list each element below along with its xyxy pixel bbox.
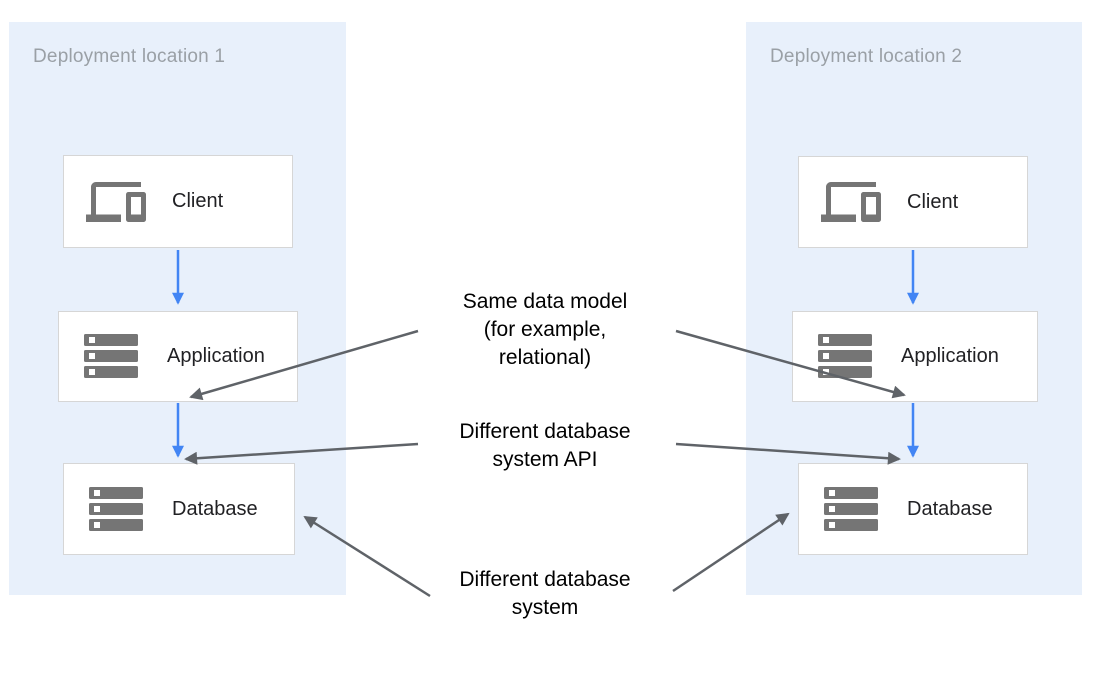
node-label-database-1: Database [172, 497, 258, 520]
node-label-client-2: Client [907, 190, 959, 213]
deployment-panel-2: Deployment location 2 Client [746, 22, 1082, 595]
annotation-line: system [511, 596, 579, 619]
server-stack-icon [86, 486, 146, 532]
panel-title-2: Deployment location 2 [770, 46, 963, 67]
node-application-1: Application [58, 311, 298, 402]
annotation-different-db-system: Different database system [425, 566, 665, 622]
server-stack-icon [821, 486, 881, 532]
annotation-line: Same data model [462, 290, 628, 313]
node-label-application-2: Application [901, 345, 999, 367]
annotation-line: relational) [498, 346, 592, 369]
server-stack-icon [815, 334, 875, 379]
node-client-1: Client [63, 155, 293, 248]
node-database-2: Database [798, 463, 1028, 555]
node-label-database-2: Database [907, 497, 993, 520]
annotation-line: Different database [459, 420, 631, 443]
node-application-2: Application [792, 311, 1038, 402]
node-database-1: Database [63, 463, 295, 555]
deployment-panel-1: Deployment location 1 Client [9, 22, 346, 595]
devices-icon [821, 172, 881, 232]
devices-icon [86, 172, 146, 232]
node-label-client-1: Client [172, 190, 224, 212]
node-client-2: Client [798, 156, 1028, 248]
annotation-line: (for example, [483, 318, 607, 341]
server-stack-icon [81, 334, 141, 379]
annotation-different-db-api: Different database system API [425, 418, 665, 474]
annotation-same-data-model: Same data model (for example, relational… [425, 288, 665, 372]
annotation-line: system API [492, 448, 598, 471]
panel-title-1: Deployment location 1 [33, 46, 226, 67]
node-label-application-1: Application [167, 345, 265, 367]
annotation-line: Different database [459, 568, 631, 591]
